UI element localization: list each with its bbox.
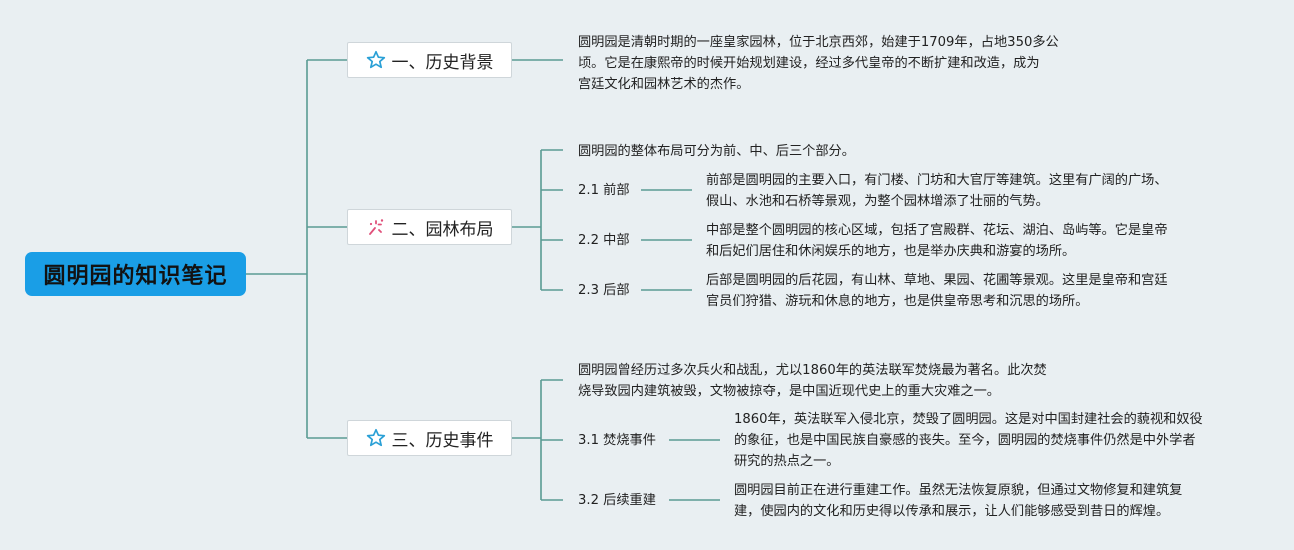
branch-label: 二、园林布局 bbox=[391, 219, 494, 240]
branch-label: 一、历史背景 bbox=[391, 52, 494, 73]
branch-garden-layout[interactable]: 二、园林布局 bbox=[347, 209, 512, 245]
star-icon bbox=[366, 428, 386, 448]
sparkle-icon bbox=[366, 217, 386, 237]
historical-events-intro: 圆明园曾经历过多次兵火和战乱，尤以1860年的英法联军焚烧最为著名。此次焚 烧导… bbox=[578, 363, 1047, 399]
sub-burning-text: 1860年，英法联军入侵北京，焚毁了圆明园。这是对中国封建社会的藐视和奴役 的象… bbox=[734, 412, 1203, 469]
sub-rebuild-label[interactable]: 3.2 后续重建 bbox=[578, 493, 656, 508]
history-background-text: 圆明园是清朝时期的一座皇家园林，位于北京西郊，始建于1709年，占地350多公 … bbox=[578, 35, 1059, 92]
sub-front-text: 前部是圆明园的主要入口，有门楼、门坊和大官厅等建筑。这里有广阔的广场、 假山、水… bbox=[706, 173, 1168, 209]
sub-burning-label[interactable]: 3.1 焚烧事件 bbox=[578, 433, 656, 448]
branch-label: 三、历史事件 bbox=[391, 430, 494, 451]
root-title: 圆明园的知识笔记 bbox=[43, 264, 228, 289]
sub-rear-label[interactable]: 2.3 后部 bbox=[578, 283, 630, 298]
sub-middle-text: 中部是整个圆明园的核心区域，包括了宫殿群、花坛、湖泊、岛屿等。它是皇帝 和后妃们… bbox=[706, 223, 1168, 259]
branch-history-background[interactable]: 一、历史背景 bbox=[347, 42, 512, 78]
branch-historical-events[interactable]: 三、历史事件 bbox=[347, 420, 512, 456]
sub-front-label[interactable]: 2.1 前部 bbox=[578, 183, 630, 198]
garden-layout-intro: 圆明园的整体布局可分为前、中、后三个部分。 bbox=[578, 144, 855, 159]
root-topic[interactable]: 圆明园的知识笔记 bbox=[25, 252, 246, 296]
sub-rear-text: 后部是圆明园的后花园，有山林、草地、果园、花圃等景观。这里是皇帝和宫廷 官员们狩… bbox=[706, 273, 1168, 309]
star-icon bbox=[366, 50, 386, 70]
sub-rebuild-text: 圆明园目前正在进行重建工作。虽然无法恢复原貌，但通过文物修复和建筑复 建，使园内… bbox=[734, 483, 1183, 519]
sub-middle-label[interactable]: 2.2 中部 bbox=[578, 233, 630, 248]
